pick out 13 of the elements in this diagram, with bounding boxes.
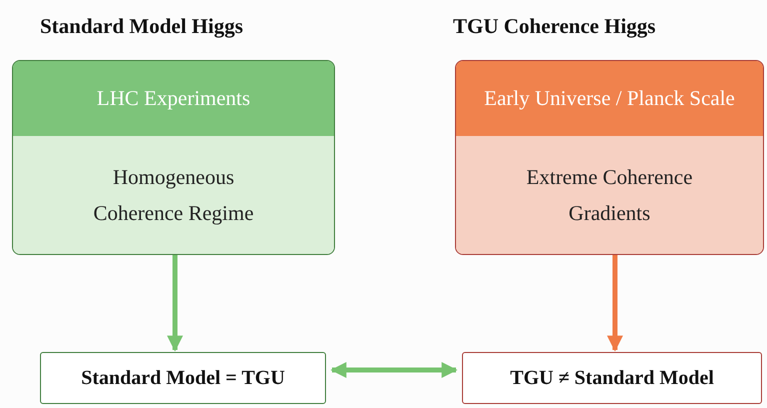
card-body: Homogeneous Coherence Regime xyxy=(13,136,334,254)
card-header: LHC Experiments xyxy=(13,61,334,136)
arrow xyxy=(330,362,458,378)
column-heading: TGU Coherence Higgs xyxy=(453,14,656,39)
result-box: TGU ≠ Standard Model xyxy=(462,352,762,404)
stage-card xyxy=(12,60,335,255)
result-box: Standard Model = TGU xyxy=(40,352,326,404)
arrow xyxy=(167,255,183,352)
arrow xyxy=(607,255,623,352)
column-heading: Standard Model Higgs xyxy=(40,14,244,39)
card-header: Early Universe / Planck Scale xyxy=(456,61,763,136)
card-body: Extreme Coherence Gradients xyxy=(456,136,763,254)
stage-card xyxy=(455,60,764,255)
